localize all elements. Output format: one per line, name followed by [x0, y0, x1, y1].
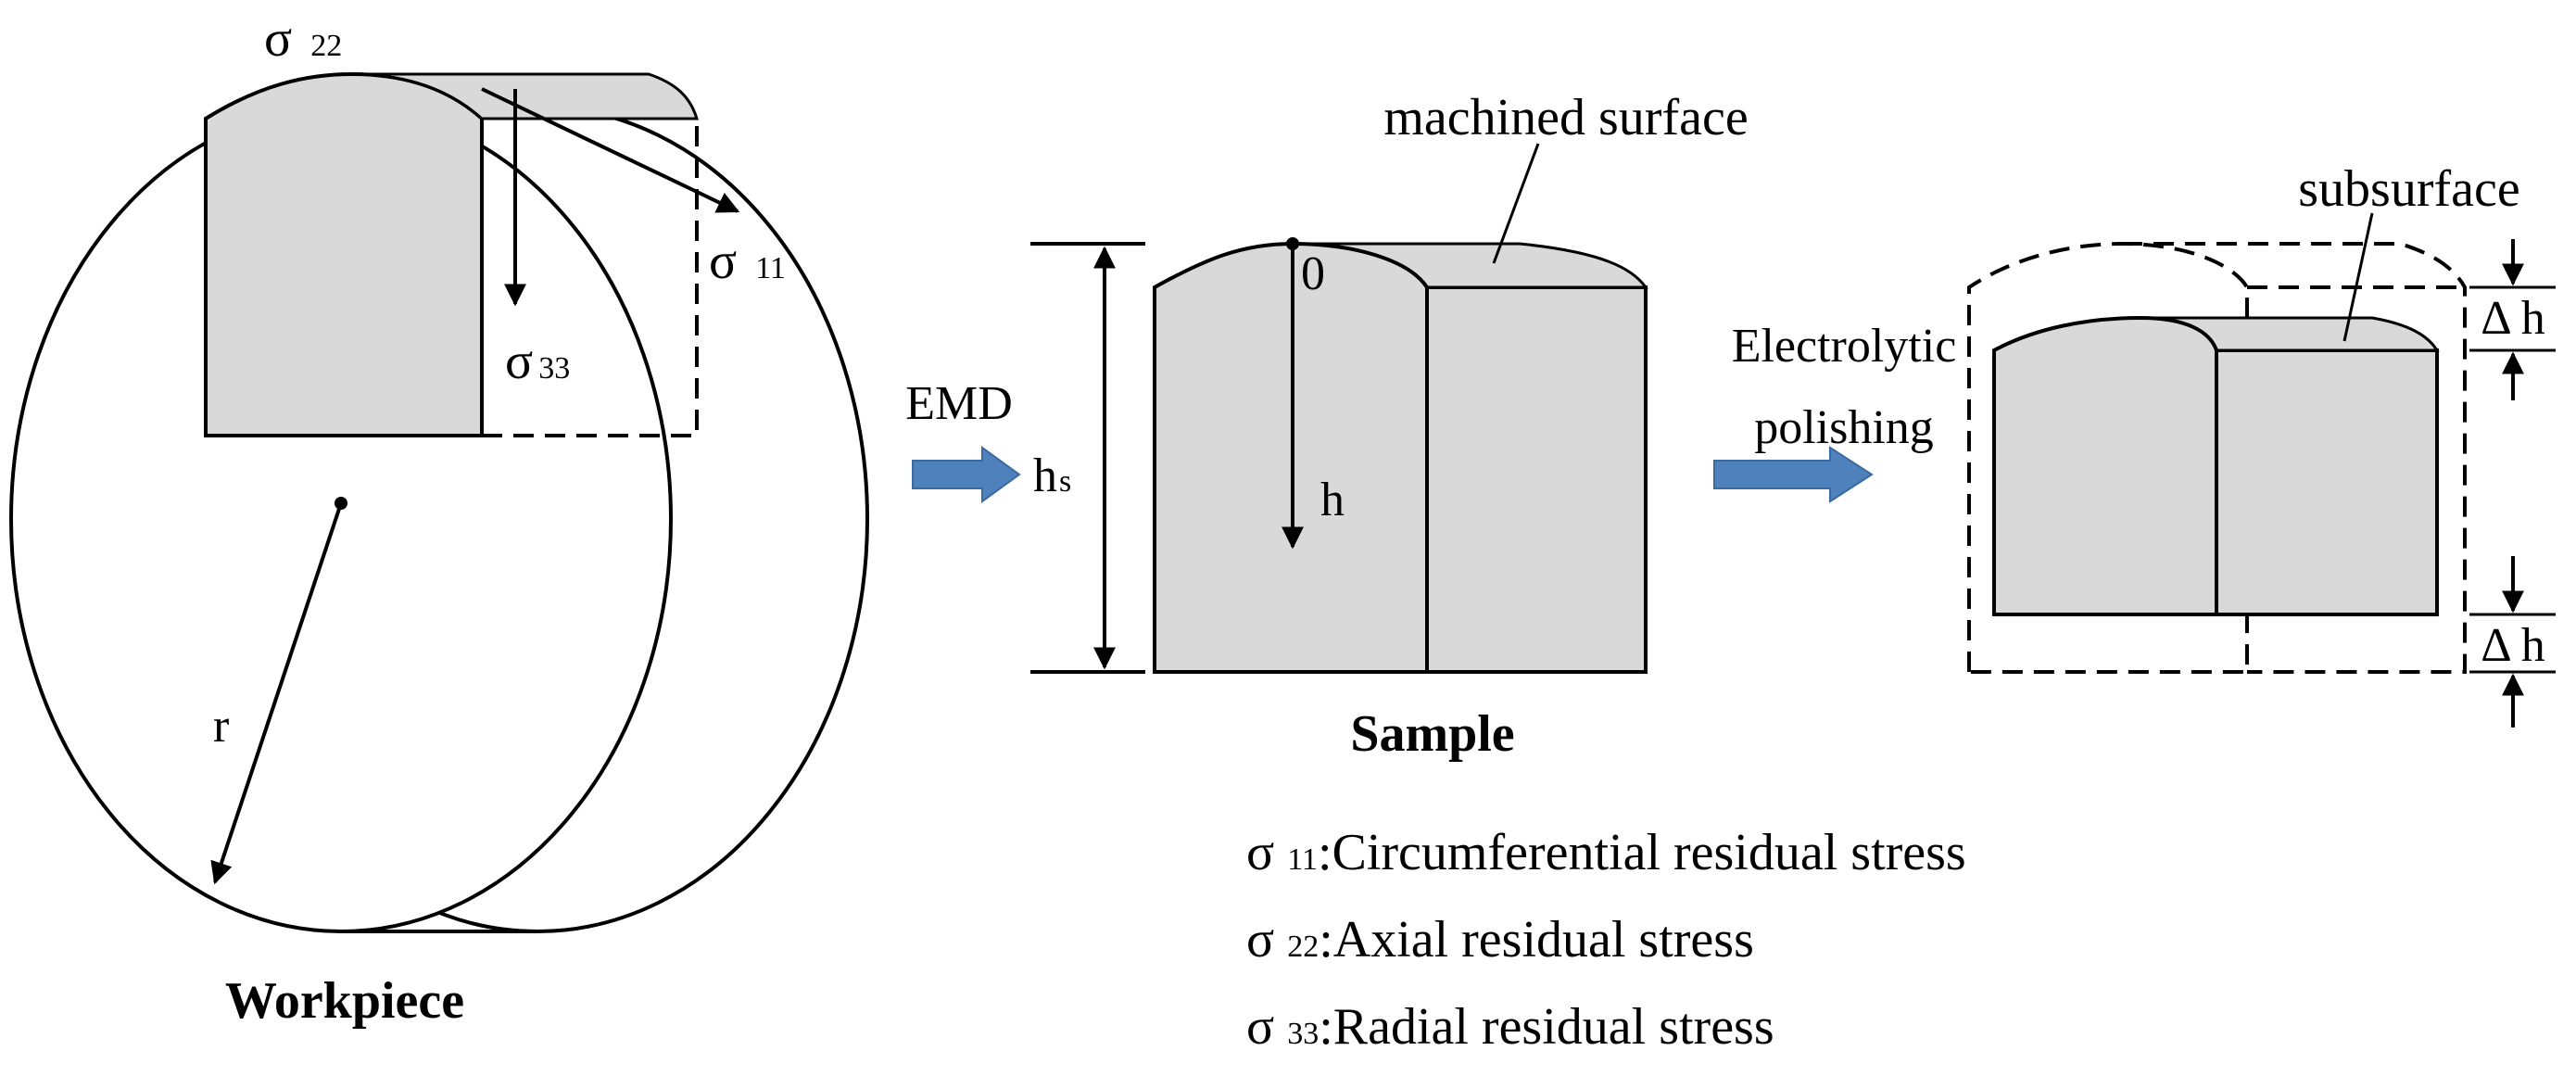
- polished-sample: [1967, 212, 2556, 728]
- polishing-arrow: [1713, 446, 1874, 503]
- workpiece-title: Workpiece: [225, 972, 464, 1030]
- workpiece-cylinder: [9, 71, 869, 933]
- sample-height-label: hs: [1033, 449, 1071, 502]
- radius-arrow: [210, 502, 343, 885]
- subsurface-leader: [2342, 212, 2374, 342]
- sigma11-arrow: [481, 87, 740, 213]
- delta-h-top-label: Δ h: [2481, 292, 2545, 345]
- polished-front-face: [1992, 315, 2218, 616]
- emd-arrow: [912, 446, 1021, 503]
- workpiece-sample-hidden-edges: [482, 119, 699, 437]
- workpiece-sample-top-face: [351, 72, 700, 120]
- polished-side-face: [2215, 348, 2439, 616]
- sample-origin-label: 0: [1301, 247, 1325, 300]
- subsurface-label: subsurface: [2298, 160, 2519, 218]
- original-outline-side: [2122, 242, 2467, 674]
- sample-block: [1030, 143, 1648, 674]
- radius-label: r: [213, 700, 229, 753]
- machined-surface-label: machined surface: [1383, 89, 1748, 146]
- polishing-label-line2: polishing: [1754, 401, 1934, 454]
- sample-title: Sample: [1350, 705, 1514, 763]
- polishing-label-line1: Electrolytic: [1732, 320, 1957, 373]
- machined-surface-leader: [1492, 143, 1540, 264]
- delta-h-bottom-label: Δ h: [2481, 619, 2545, 672]
- sample-side-face: [1425, 285, 1648, 674]
- emd-label: EMD: [905, 377, 1013, 430]
- workpiece-sample-front-face: [204, 71, 484, 437]
- sample-depth-label: h: [1320, 474, 1345, 526]
